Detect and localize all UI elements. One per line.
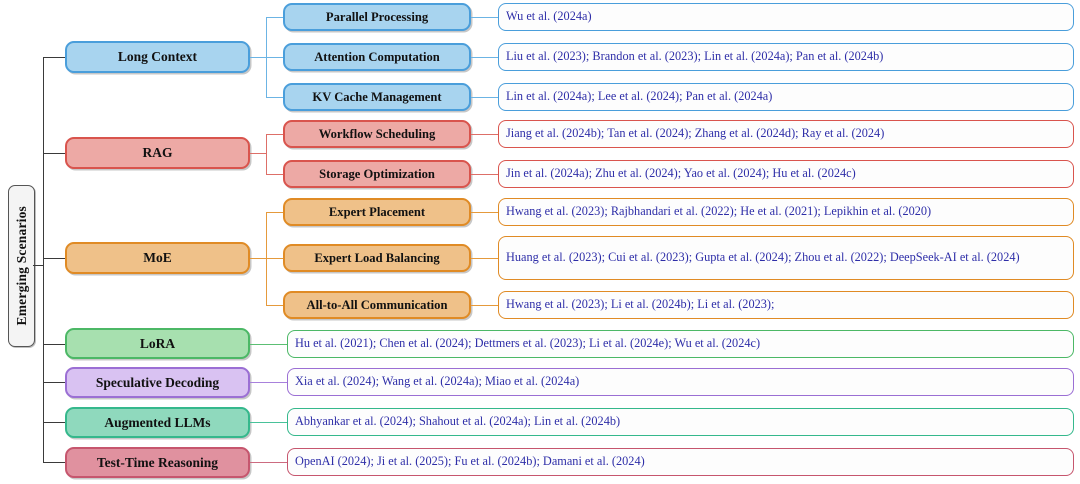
node-long-context-label: Long Context xyxy=(117,49,198,64)
node-workflow-scheduling-label: Workflow Scheduling xyxy=(318,126,436,141)
citation-box-all-to-all-communication[interactable]: Hwang et al. (2023); Li et al. (2024b); … xyxy=(498,291,1074,319)
citation-text: Liu et al. (2023); Brandon et al. (2023)… xyxy=(506,49,884,64)
node-augmented-llms[interactable]: Augmented LLMs xyxy=(65,407,250,438)
leaf-connector-lora xyxy=(250,344,287,345)
node-expert-load-balancing[interactable]: Expert Load Balancing xyxy=(283,244,471,272)
citation-text: Hwang et al. (2023); Rajbhandari et al. … xyxy=(506,204,932,219)
citation-text: Lin et al. (2024a); Lee et al. (2024); P… xyxy=(506,89,773,104)
connector-long-context-out xyxy=(250,57,266,58)
node-moe-label: MoE xyxy=(143,250,172,265)
citation-text: Jiang et al. (2024b); Tan et al. (2024);… xyxy=(506,126,885,141)
leaf-connector-parallel-processing xyxy=(471,17,498,18)
trunk-stub-lora xyxy=(43,344,65,345)
citation-text: Jin et al. (2024a); Zhu et al. (2024); Y… xyxy=(506,166,856,181)
trunk-stub-speculative-decoding xyxy=(43,382,65,383)
connector-long-context-child-2 xyxy=(266,97,283,98)
connector-moe-child-2 xyxy=(266,305,283,306)
node-parallel-processing-label: Parallel Processing xyxy=(325,9,429,24)
trunk-stub-moe xyxy=(43,258,65,259)
node-test-time-reasoning[interactable]: Test-Time Reasoning xyxy=(65,447,250,478)
citation-text: Wu et al. (2024a) xyxy=(506,9,592,24)
node-rag[interactable]: RAG xyxy=(65,137,250,169)
connector-rag-out xyxy=(250,153,266,154)
connector-moe-child-0 xyxy=(266,212,283,213)
citation-box-attention-computation[interactable]: Liu et al. (2023); Brandon et al. (2023)… xyxy=(498,43,1074,71)
node-moe[interactable]: MoE xyxy=(65,242,250,274)
trunk-stub-augmented-llms xyxy=(43,422,65,423)
trunk-stub-long-context xyxy=(43,57,65,58)
node-expert-placement[interactable]: Expert Placement xyxy=(283,198,471,226)
node-rag-label: RAG xyxy=(142,145,173,160)
connector-moe-out xyxy=(250,258,266,259)
node-storage-optimization-label: Storage Optimization xyxy=(319,166,435,181)
connector-moe-child-1 xyxy=(266,258,283,259)
node-all-to-all-communication-label: All-to-All Communication xyxy=(306,297,448,312)
node-parallel-processing[interactable]: Parallel Processing xyxy=(283,3,471,31)
connector-rag-child-0 xyxy=(266,134,283,135)
main-trunk-line xyxy=(43,57,44,463)
leaf-connector-test-time-reasoning xyxy=(250,462,287,463)
connector-long-context-child-0 xyxy=(266,17,283,18)
leaf-connector-attention-computation xyxy=(471,57,498,58)
citation-box-speculative-decoding[interactable]: Xia et al. (2024); Wang et al. (2024a); … xyxy=(287,368,1074,396)
root-label: Emerging Scenarios xyxy=(13,206,29,326)
citation-text: OpenAI (2024); Ji et al. (2025); Fu et a… xyxy=(295,454,645,469)
citation-text: Huang et al. (2023); Cui et al. (2023); … xyxy=(506,250,1020,265)
citation-text: Hwang et al. (2023); Li et al. (2024b); … xyxy=(506,297,775,312)
node-storage-optimization[interactable]: Storage Optimization xyxy=(283,160,471,188)
leaf-connector-all-to-all-communication xyxy=(471,305,498,306)
connector-rag-spine xyxy=(266,134,267,174)
node-lora[interactable]: LoRA xyxy=(65,328,250,359)
citation-box-parallel-processing[interactable]: Wu et al. (2024a) xyxy=(498,3,1074,31)
node-augmented-llms-label: Augmented LLMs xyxy=(104,414,211,430)
trunk-stub-rag xyxy=(43,153,65,154)
leaf-connector-augmented-llms xyxy=(250,422,287,423)
trunk-stub-test-time-reasoning xyxy=(43,462,65,463)
node-all-to-all-communication[interactable]: All-to-All Communication xyxy=(283,291,471,319)
citation-text: Abhyankar et al. (2024); Shahout et al. … xyxy=(295,414,621,429)
node-lora-label: LoRA xyxy=(139,335,176,351)
node-speculative-decoding-label: Speculative Decoding xyxy=(95,374,220,390)
node-expert-load-balancing-label: Expert Load Balancing xyxy=(314,250,440,265)
connector-long-context-child-1 xyxy=(266,57,283,58)
citation-box-workflow-scheduling[interactable]: Jiang et al. (2024b); Tan et al. (2024);… xyxy=(498,120,1074,148)
root-node-emerging-scenarios: Emerging Scenarios xyxy=(8,185,35,347)
node-workflow-scheduling[interactable]: Workflow Scheduling xyxy=(283,120,471,148)
node-test-time-reasoning-label: Test-Time Reasoning xyxy=(96,454,219,470)
citation-box-storage-optimization[interactable]: Jin et al. (2024a); Zhu et al. (2024); Y… xyxy=(498,160,1074,188)
node-attention-computation[interactable]: Attention Computation xyxy=(283,43,471,71)
node-kv-cache-management[interactable]: KV Cache Management xyxy=(283,83,471,111)
citation-box-kv-cache-management[interactable]: Lin et al. (2024a); Lee et al. (2024); P… xyxy=(498,83,1074,111)
citation-text: Xia et al. (2024); Wang et al. (2024a); … xyxy=(295,374,580,389)
citation-box-augmented-llms[interactable]: Abhyankar et al. (2024); Shahout et al. … xyxy=(287,408,1074,436)
leaf-connector-expert-placement xyxy=(471,212,498,213)
node-speculative-decoding[interactable]: Speculative Decoding xyxy=(65,367,250,398)
leaf-connector-workflow-scheduling xyxy=(471,134,498,135)
leaf-connector-expert-load-balancing xyxy=(471,258,498,259)
root-stem-line xyxy=(33,265,43,266)
leaf-connector-speculative-decoding xyxy=(250,382,287,383)
node-attention-computation-label: Attention Computation xyxy=(314,49,440,64)
node-kv-cache-management-label: KV Cache Management xyxy=(312,89,442,104)
citation-text: Hu et al. (2021); Chen et al. (2024); De… xyxy=(295,336,761,351)
leaf-connector-kv-cache-management xyxy=(471,97,498,98)
citation-box-lora[interactable]: Hu et al. (2021); Chen et al. (2024); De… xyxy=(287,330,1074,358)
citation-box-test-time-reasoning[interactable]: OpenAI (2024); Ji et al. (2025); Fu et a… xyxy=(287,448,1074,476)
citation-box-expert-placement[interactable]: Hwang et al. (2023); Rajbhandari et al. … xyxy=(498,198,1074,226)
connector-rag-child-1 xyxy=(266,174,283,175)
citation-box-expert-load-balancing[interactable]: Huang et al. (2023); Cui et al. (2023); … xyxy=(498,236,1074,280)
leaf-connector-storage-optimization xyxy=(471,174,498,175)
node-long-context[interactable]: Long Context xyxy=(65,41,250,73)
node-expert-placement-label: Expert Placement xyxy=(328,204,426,219)
